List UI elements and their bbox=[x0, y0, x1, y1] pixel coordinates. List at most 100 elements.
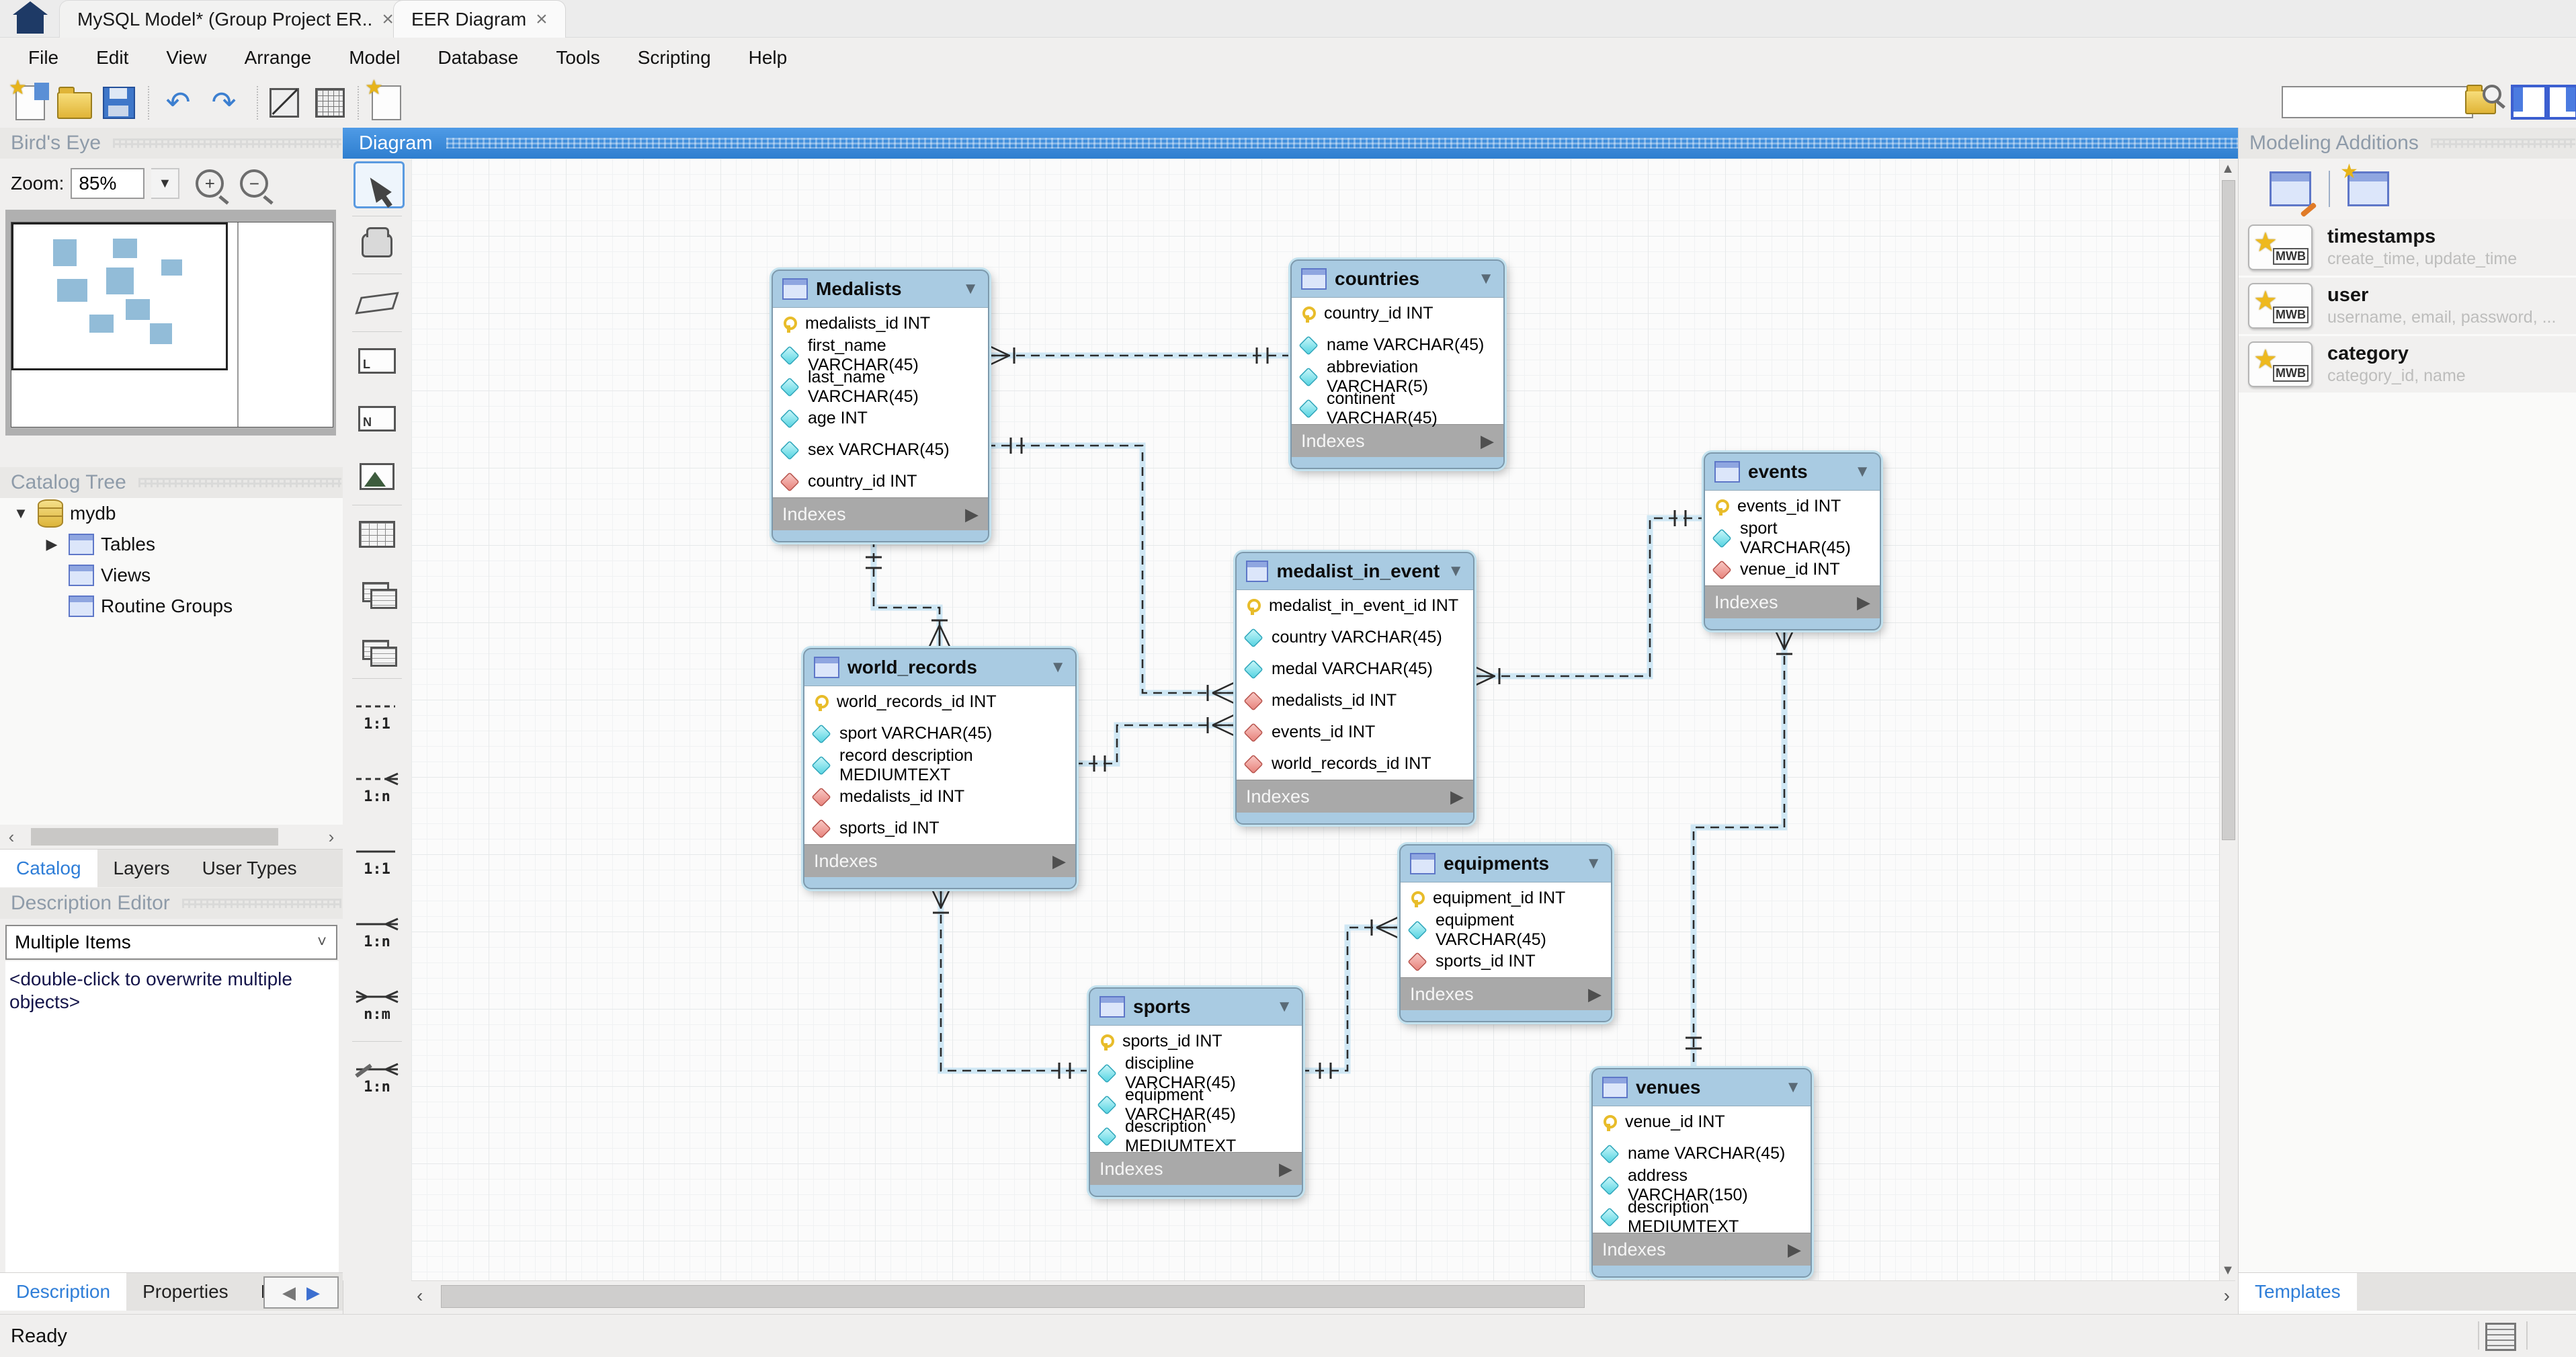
column-medalists-id[interactable]: medalists_id INT bbox=[1237, 685, 1473, 716]
tree-item-views[interactable]: Views bbox=[0, 560, 343, 591]
tab-scroll-buttons[interactable]: ◀▶ bbox=[263, 1276, 339, 1309]
column-continent[interactable]: continent VARCHAR(45) bbox=[1292, 389, 1503, 427]
modeling-addition-timestamps[interactable]: ★MWB timestamps create_time, update_time bbox=[2239, 219, 2576, 276]
expand-indexes-icon[interactable]: ▶ bbox=[965, 503, 979, 524]
menu-scripting[interactable]: Scripting bbox=[637, 47, 711, 68]
tree-item-mydb[interactable]: ▼mydb bbox=[0, 498, 343, 529]
indexes-bar[interactable]: Indexes▶ bbox=[1593, 1233, 1811, 1266]
tab-user-types[interactable]: User Types bbox=[202, 858, 297, 878]
connector-events-medalist_in_event[interactable] bbox=[1471, 510, 1704, 688]
output-log-icon[interactable] bbox=[2485, 1323, 2516, 1351]
column-age[interactable]: age INT bbox=[773, 403, 988, 434]
menu-view[interactable]: View bbox=[166, 47, 207, 68]
tab-description[interactable]: Description bbox=[0, 1273, 127, 1311]
column-description[interactable]: description MEDIUMTEXT bbox=[1090, 1117, 1302, 1155]
canvas-vertical-scrollbar[interactable]: ▲▼ bbox=[2219, 159, 2236, 1280]
toggle-marker-button[interactable] bbox=[266, 85, 302, 121]
save-model-button[interactable] bbox=[101, 85, 137, 121]
collapse-table-icon[interactable]: ▼ bbox=[962, 280, 979, 298]
indexes-bar[interactable]: Indexes▶ bbox=[1705, 585, 1880, 618]
column-discipline[interactable]: discipline VARCHAR(45) bbox=[1090, 1054, 1302, 1092]
collapse-table-icon[interactable]: ▼ bbox=[1854, 462, 1870, 481]
description-editor-body[interactable]: <double-click to overwrite multiple obje… bbox=[5, 961, 339, 1278]
modeling-addition-category[interactable]: ★MWB category category_id, name bbox=[2239, 336, 2576, 393]
eraser-tool[interactable] bbox=[343, 274, 411, 332]
rel-11-identifying-tool[interactable]: 1:1 bbox=[356, 850, 395, 878]
image-tool[interactable] bbox=[343, 448, 411, 505]
collapse-table-icon[interactable]: ▼ bbox=[1448, 562, 1464, 580]
rel-1n-existing-tool[interactable]: 1:n bbox=[343, 1042, 411, 1114]
indexes-bar[interactable]: Indexes▶ bbox=[1090, 1152, 1302, 1185]
column-address[interactable]: address VARCHAR(150) bbox=[1593, 1166, 1811, 1204]
tree-expanded-icon[interactable]: ▼ bbox=[13, 505, 28, 522]
column-sex[interactable]: sex VARCHAR(45) bbox=[773, 434, 988, 466]
zoom-dropdown-icon[interactable]: ▼ bbox=[151, 168, 180, 199]
tree-item-routine-groups[interactable]: Routine Groups bbox=[0, 591, 343, 622]
connector-sports-equipments[interactable] bbox=[1300, 915, 1400, 1079]
tab-eer-diagram-close-icon[interactable]: × bbox=[536, 7, 548, 30]
zoom-in-icon[interactable]: + bbox=[196, 169, 224, 198]
column-sports-id[interactable]: sports_id INT bbox=[1090, 1026, 1302, 1057]
column-medalists-id[interactable]: medalists_id INT bbox=[773, 308, 988, 339]
toggle-grid-button[interactable] bbox=[312, 85, 348, 121]
tab-properties[interactable]: Properties bbox=[142, 1281, 228, 1302]
column-sports-id[interactable]: sports_id INT bbox=[804, 813, 1075, 844]
column-equipment[interactable]: equipment VARCHAR(45) bbox=[1401, 911, 1611, 949]
indexes-bar[interactable]: Indexes▶ bbox=[773, 497, 988, 530]
column-sports-id[interactable]: sports_id INT bbox=[1401, 946, 1611, 977]
view-tool[interactable] bbox=[343, 563, 411, 621]
description-target-select[interactable]: Multiple Items ˅ bbox=[5, 925, 337, 960]
menu-database[interactable]: Database bbox=[438, 47, 519, 68]
tab-scroll-right-icon[interactable]: ▶ bbox=[306, 1282, 320, 1303]
column-last-name[interactable]: last_name VARCHAR(45) bbox=[773, 368, 988, 406]
column-country[interactable]: country VARCHAR(45) bbox=[1237, 622, 1473, 653]
edit-template-icon[interactable] bbox=[2270, 171, 2317, 218]
find-in-model-icon[interactable] bbox=[2465, 85, 2501, 120]
tab-catalog[interactable]: Catalog bbox=[0, 850, 97, 887]
select-pointer-tool[interactable] bbox=[343, 159, 411, 216]
column-first-name[interactable]: first_name VARCHAR(45) bbox=[773, 336, 988, 374]
open-model-button[interactable] bbox=[56, 85, 93, 121]
column-events-id[interactable]: events_id INT bbox=[1237, 716, 1473, 748]
tab-mysql-model-close-icon[interactable]: × bbox=[382, 7, 394, 30]
connector-sports-world_records[interactable] bbox=[929, 885, 1089, 1079]
collapse-table-icon[interactable]: ▼ bbox=[1050, 658, 1066, 676]
column-abbreviation[interactable]: abbreviation VARCHAR(5) bbox=[1292, 358, 1503, 396]
tree-item-tables[interactable]: ▶Tables bbox=[0, 529, 343, 560]
note-tool[interactable]: N bbox=[343, 390, 411, 448]
horizontal-scroll-thumb[interactable] bbox=[441, 1285, 1585, 1308]
column-medalists-id[interactable]: medalists_id INT bbox=[804, 781, 1075, 813]
column-name[interactable]: name VARCHAR(45) bbox=[1593, 1138, 1811, 1169]
rel-1n-nonidentifying-tool[interactable]: 1:n bbox=[343, 751, 411, 824]
column-equipment-id[interactable]: equipment_id INT bbox=[1401, 882, 1611, 914]
birdseye-minimap[interactable] bbox=[5, 210, 336, 436]
routine-group-tool[interactable] bbox=[343, 621, 411, 679]
collapse-table-icon[interactable]: ▼ bbox=[1585, 854, 1602, 872]
expand-indexes-icon[interactable]: ▶ bbox=[1481, 430, 1494, 451]
menu-model[interactable]: Model bbox=[349, 47, 401, 68]
indexes-bar[interactable]: Indexes▶ bbox=[1401, 977, 1611, 1010]
menu-arrange[interactable]: Arrange bbox=[244, 47, 312, 68]
canvas-horizontal-scrollbar[interactable]: ‹› bbox=[411, 1280, 2235, 1312]
tab-scroll-left-icon[interactable]: ◀ bbox=[282, 1282, 296, 1303]
tab-templates[interactable]: Templates bbox=[2239, 1273, 2357, 1311]
expand-indexes-icon[interactable]: ▶ bbox=[1279, 1158, 1292, 1179]
zoom-value-box[interactable]: 85% bbox=[71, 168, 145, 199]
menu-tools[interactable]: Tools bbox=[556, 47, 600, 68]
new-template-table-icon[interactable]: ★ bbox=[2340, 161, 2389, 206]
column-name[interactable]: name VARCHAR(45) bbox=[1292, 329, 1503, 361]
tab-layers[interactable]: Layers bbox=[113, 858, 170, 878]
menu-help[interactable]: Help bbox=[748, 47, 788, 68]
table-tool[interactable] bbox=[343, 505, 411, 563]
catalog-horizontal-scrollbar[interactable]: ‹› bbox=[0, 825, 343, 849]
column-sport[interactable]: sport VARCHAR(45) bbox=[1705, 519, 1880, 557]
menu-file[interactable]: File bbox=[28, 47, 59, 68]
menu-edit[interactable]: Edit bbox=[96, 47, 129, 68]
column-events-id[interactable]: events_id INT bbox=[1705, 491, 1880, 522]
collapse-table-icon[interactable]: ▼ bbox=[1478, 270, 1494, 288]
column-medal[interactable]: medal VARCHAR(45) bbox=[1237, 653, 1473, 685]
